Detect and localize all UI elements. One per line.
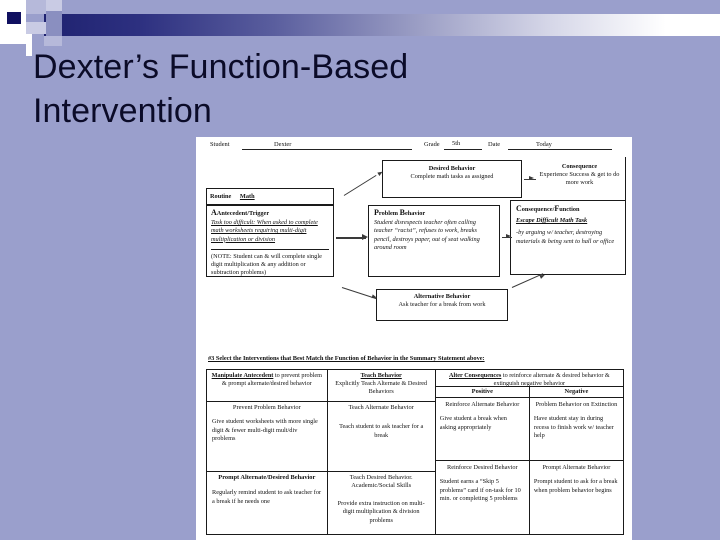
cell-body: Give student a break when asking appropr… bbox=[439, 415, 507, 431]
arrow-antecedent-to-desired bbox=[343, 174, 377, 196]
antecedent-title: AAntecedent/Trigger bbox=[211, 208, 270, 217]
desired-behavior-box: Desired Behavior Complete math tasks as … bbox=[382, 160, 522, 198]
routine-box: Routine Math bbox=[206, 188, 334, 205]
problem-behavior-box: Problem Behavior Student disrespects tea… bbox=[368, 205, 500, 277]
cell-heading: Problem Behavior on Extinction bbox=[535, 401, 618, 408]
date-label: Date bbox=[488, 141, 501, 148]
arrowhead-function bbox=[506, 234, 511, 238]
table-row: Reinforce Desired Behavior Student earns… bbox=[436, 461, 623, 534]
cell-body: Have student stay in during recess to fi… bbox=[533, 415, 614, 440]
grade-label: Grade bbox=[424, 141, 440, 148]
arrowhead-consequence bbox=[529, 176, 534, 180]
cell-body: Provide extra instruction on multi-digit… bbox=[337, 499, 425, 524]
cell-body: Regularly remind student to ask teacher … bbox=[212, 489, 322, 505]
deco-square-lav-4 bbox=[44, 36, 62, 46]
desired-behavior-body: Complete math tasks as assigned bbox=[410, 173, 494, 181]
problem-behavior-title: Problem Behavior bbox=[374, 208, 426, 217]
cell-body: Prompt student to ask for a break when p… bbox=[533, 478, 618, 494]
table-column-alter-consequences: Alter Consequences to reinforce alternat… bbox=[435, 370, 623, 534]
table-column-teach-behavior: Teach Behavior Explicitly Teach Alternat… bbox=[327, 370, 436, 534]
consequence-function-box: Consequence/Function Escape Difficult Ma… bbox=[510, 200, 626, 275]
table-row: Prevent Problem Behavior Give student wo… bbox=[207, 402, 327, 472]
consequence-function-headline: Escape Difficult Math Task bbox=[516, 217, 588, 225]
routine-label: Routine bbox=[210, 193, 232, 200]
table-row: Prompt Alternate/Desired Behavior Regula… bbox=[207, 472, 327, 534]
consequence-positive-title: Consequence bbox=[561, 163, 598, 170]
deco-square-white-2 bbox=[26, 34, 32, 56]
cell-heading: Reinforce Alternate Behavior bbox=[445, 401, 520, 408]
arrowhead-alt-function bbox=[539, 273, 546, 279]
cell-heading: Prompt Alternate/Desired Behavior bbox=[218, 474, 316, 481]
deco-square-lav-1 bbox=[26, 0, 46, 14]
instruction-text: #3 Select the Interventions that Best Ma… bbox=[208, 355, 485, 362]
consequence-positive-box: Consequence Experience Success & get to … bbox=[534, 157, 626, 201]
sub-header-row: Positive Negative bbox=[435, 387, 623, 398]
cell-body: Student earns a “Skip 5 problems” card i… bbox=[439, 478, 521, 503]
desired-behavior-title: Desired Behavior bbox=[428, 165, 476, 172]
consequence-function-title: Consequence/Function bbox=[516, 204, 580, 213]
antecedent-box: AAntecedent/Trigger Task too difficult: … bbox=[206, 205, 334, 277]
cell-heading: Reinforce Desired Behavior bbox=[447, 464, 518, 471]
cell-body: Teach student to ask teacher for a break bbox=[339, 423, 424, 439]
grade-value: 5th bbox=[452, 140, 461, 147]
cell-alter-positive: Reinforce Alternate Behavior Give studen… bbox=[436, 398, 530, 460]
cell-body: Give student worksheets with more single… bbox=[212, 418, 318, 443]
cell-heading: Teach Alternate Behavior bbox=[348, 404, 414, 411]
sub-header-positive: Positive bbox=[436, 387, 530, 397]
cell-heading: Prevent Problem Behavior bbox=[232, 404, 301, 411]
date-rule bbox=[508, 149, 612, 150]
grade-rule bbox=[444, 149, 482, 150]
student-value: Dexter bbox=[274, 141, 292, 148]
arrowhead-problem bbox=[362, 234, 368, 240]
cell-alter-negative: Prompt Alternate Behavior Prompt student… bbox=[530, 461, 623, 534]
routine-value: Math bbox=[239, 193, 255, 200]
problem-behavior-body: Student disrespects teacher often callin… bbox=[374, 219, 480, 251]
consequence-function-body: -by arguing w/ teacher, destroying mater… bbox=[516, 229, 615, 245]
deco-square-lav-2 bbox=[26, 22, 46, 34]
cell-heading: Teach Desired Behavior. Academic/Social … bbox=[349, 474, 413, 490]
table-row: Teach Desired Behavior. Academic/Social … bbox=[328, 472, 435, 534]
consequence-positive-body: Experience Success & get to do more work bbox=[539, 171, 620, 187]
deco-square-lav-3 bbox=[46, 0, 62, 11]
table-row: Reinforce Alternate Behavior Give studen… bbox=[435, 398, 623, 461]
page-title: Dexter’s Function-Based Intervention bbox=[33, 48, 409, 130]
date-value: Today bbox=[536, 141, 552, 148]
intervention-table: Manipulate Antecedent to prevent problem… bbox=[206, 369, 624, 535]
cell-alter-negative: Problem Behavior on Extinction Have stud… bbox=[530, 398, 623, 460]
antecedent-note: (NOTE: Student can & will complete singl… bbox=[211, 248, 329, 278]
table-row: Teach Alternate Behavior Teach student t… bbox=[327, 402, 435, 472]
header-accent-band bbox=[44, 14, 720, 36]
deco-square-mid-1 bbox=[46, 11, 62, 36]
alternative-behavior-title: Alternative Behavior bbox=[413, 293, 471, 300]
sub-header-negative: Negative bbox=[564, 388, 589, 395]
student-rule bbox=[242, 149, 412, 150]
worksheet-document: Student Dexter Grade 5th Date Today Rout… bbox=[196, 137, 632, 540]
antecedent-body: Task too difficult: When asked to comple… bbox=[211, 219, 318, 243]
student-label: Student bbox=[210, 141, 230, 148]
column-header-alter-consequences: Alter Consequences to reinforce alternat… bbox=[435, 370, 623, 387]
column-header-manipulate-antecedent: Manipulate Antecedent to prevent problem… bbox=[207, 370, 327, 402]
deco-square-navy bbox=[7, 12, 21, 24]
cell-heading: Prompt Alternate Behavior bbox=[542, 464, 611, 471]
arrow-antecedent-to-problem bbox=[336, 237, 366, 239]
alternative-behavior-box: Alternative Behavior Ask teacher for a b… bbox=[376, 289, 508, 321]
table-column-manipulate-antecedent: Manipulate Antecedent to prevent problem… bbox=[207, 370, 328, 534]
cell-alter-positive: Reinforce Desired Behavior Student earns… bbox=[436, 461, 530, 534]
column-header-teach-behavior: Teach Behavior Explicitly Teach Alternat… bbox=[327, 370, 435, 402]
alternative-behavior-body: Ask teacher for a break from work bbox=[398, 301, 486, 309]
